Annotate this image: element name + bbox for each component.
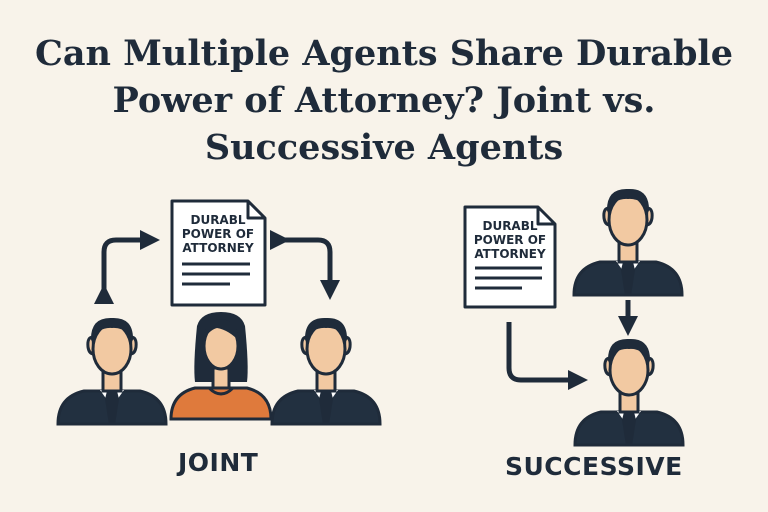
arrow-icon [506,322,588,390]
man-icon [573,337,685,448]
successive-label: SUCCESSIVE [505,452,683,481]
title-line-2: Power of Attorney? Joint vs. [112,80,656,121]
document-line: POWER OF [473,233,547,247]
document-icon [463,205,557,309]
document-line: POWER OF [181,227,255,241]
document-line: DURABL [482,219,538,233]
document-line: DURABL [190,213,246,227]
title-line-1: Can Multiple Agents Share Durable [35,33,733,74]
woman-icon [169,310,273,421]
document-line: ATTORNEY [474,247,546,261]
arrow-icon [94,230,160,305]
man-icon [56,316,168,427]
document-title-joint: DURABL POWER OF ATTORNEY [174,213,262,255]
document-line: ATTORNEY [182,241,254,255]
man-icon [270,316,382,427]
arrow-icon [269,230,340,300]
document-icon [170,199,267,307]
document-title-successive: DURABL POWER OF ATTORNEY [470,219,550,261]
title-line-3: Successive Agents [204,127,564,168]
page-title: Can Multiple Agents Share Durable Power … [0,30,768,171]
man-icon [572,187,684,298]
joint-label: JOINT [178,448,259,477]
